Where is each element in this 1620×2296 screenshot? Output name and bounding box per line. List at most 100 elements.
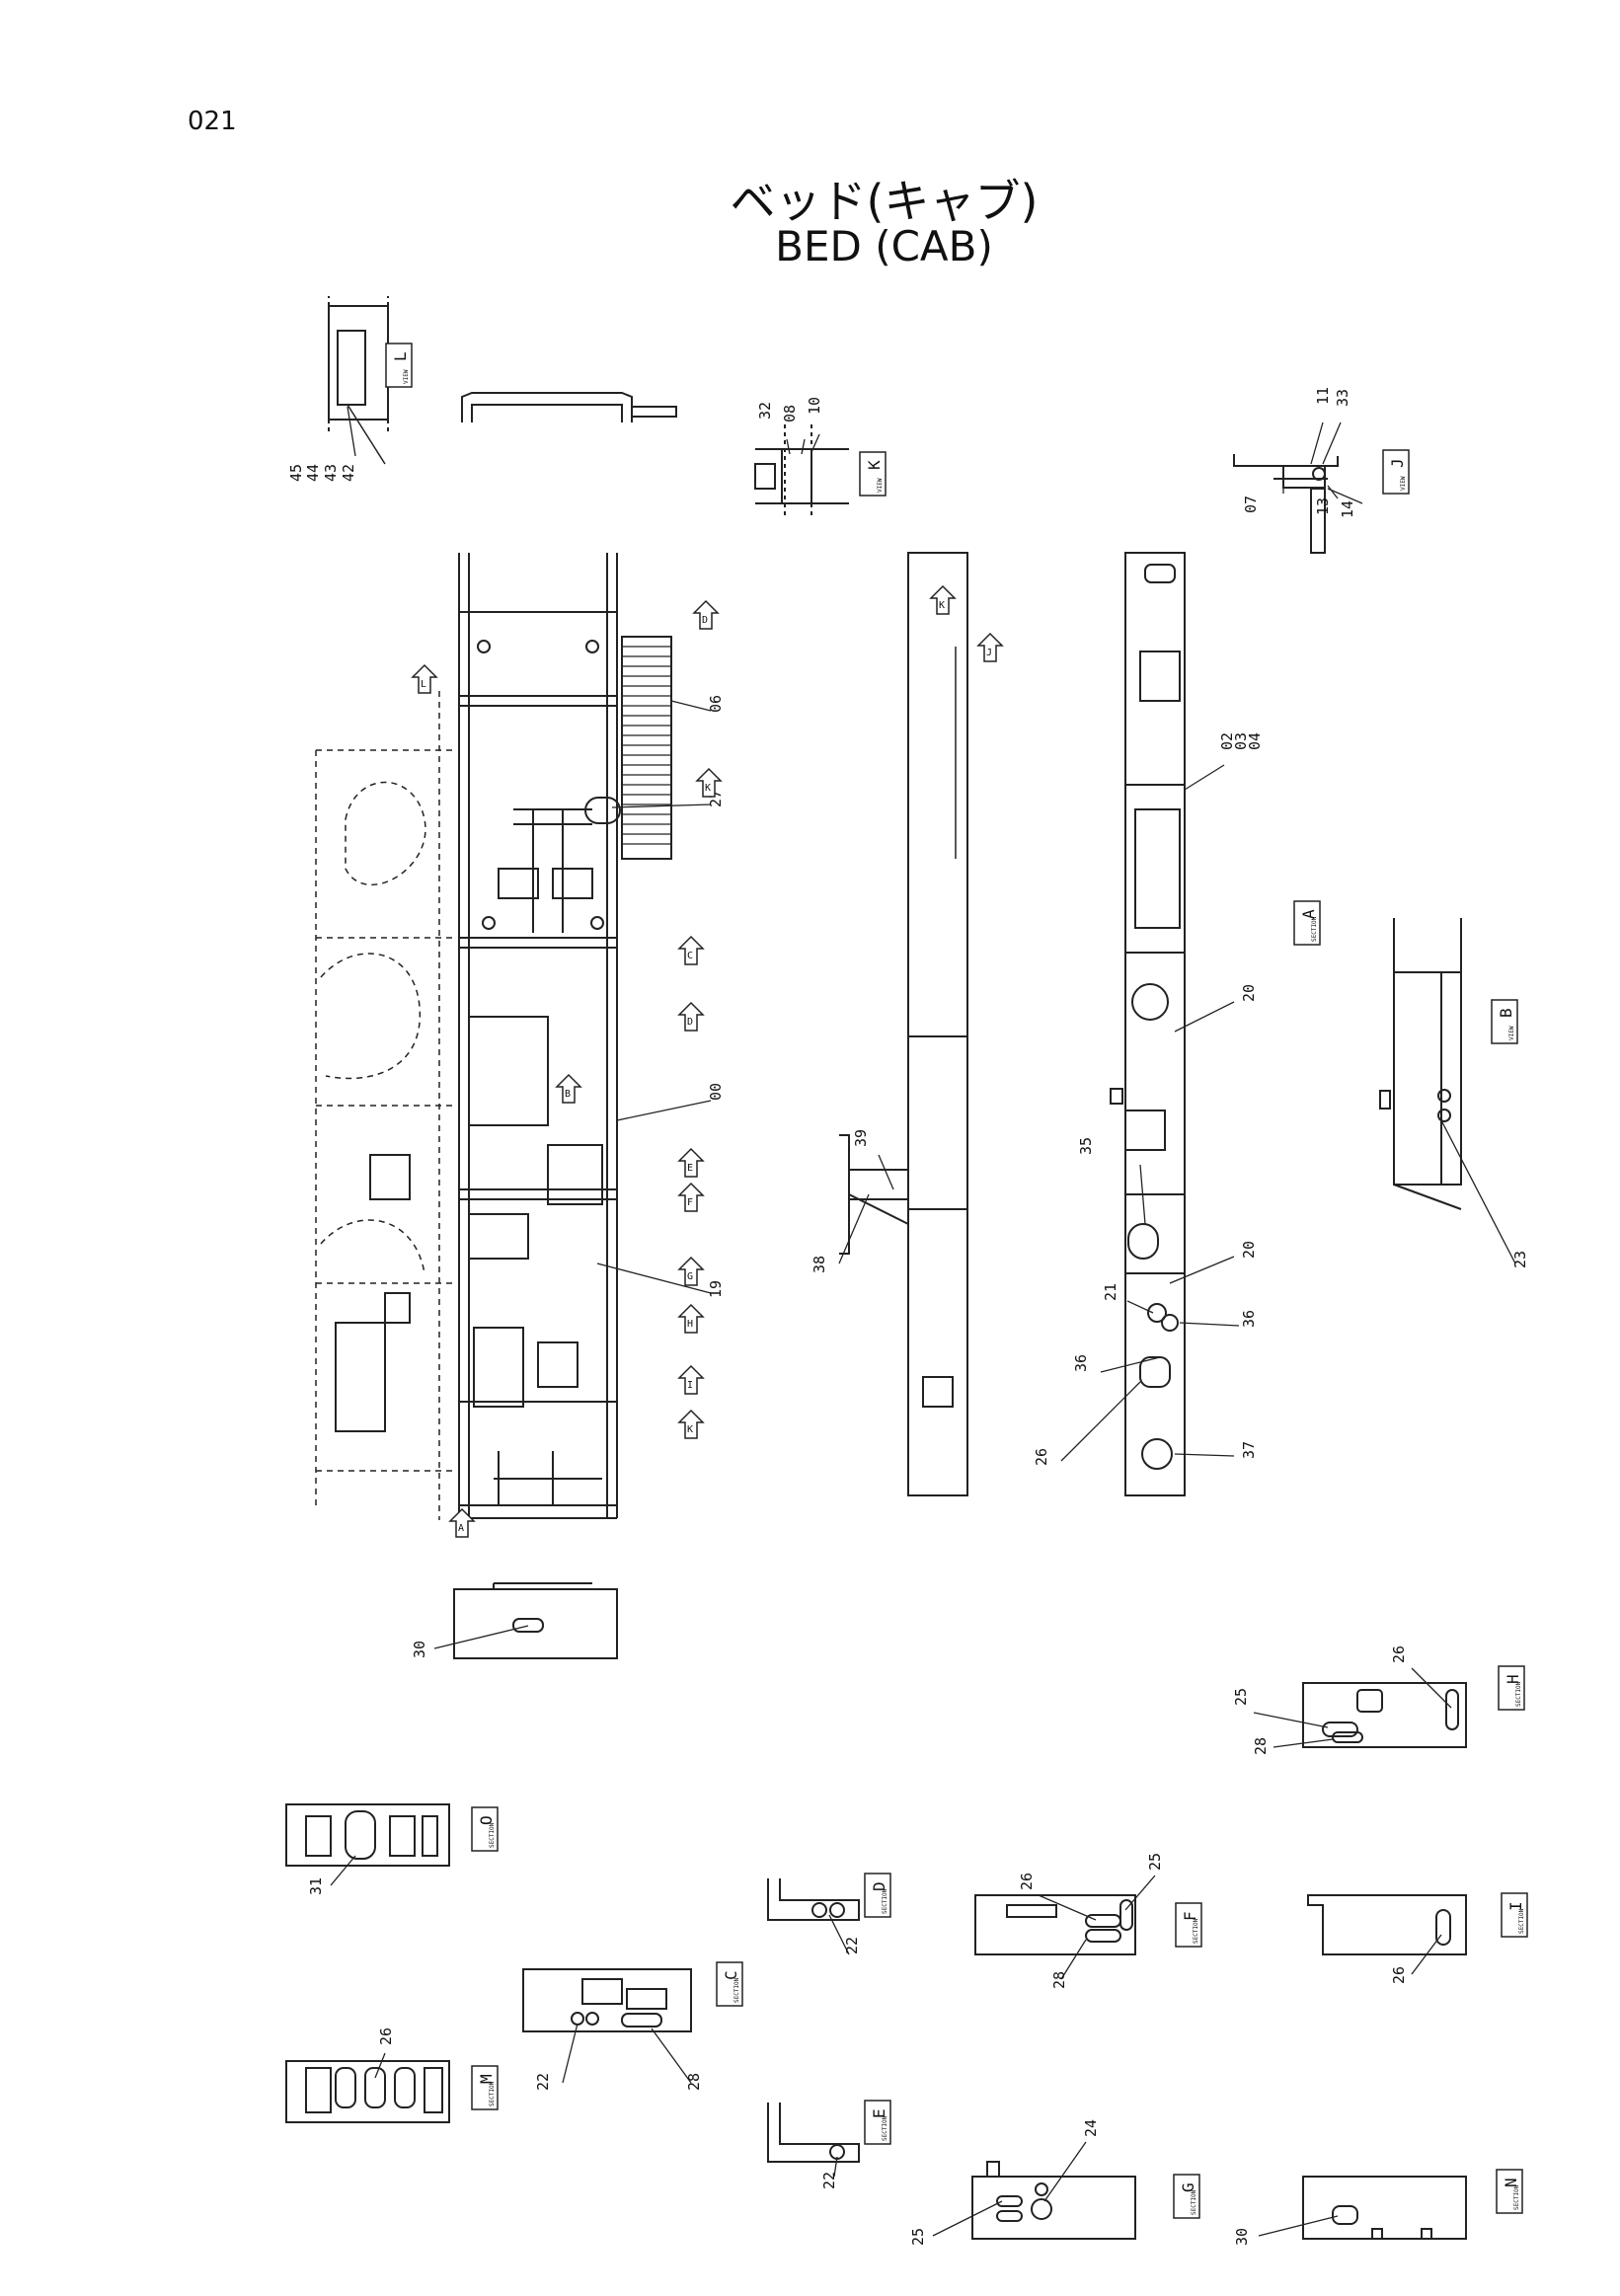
view-tag-letter: N: [1502, 2178, 1520, 2187]
section-n-plate: [1302, 2176, 1467, 2240]
view-tag-kind: SECTION: [1515, 1681, 1522, 1707]
arrow-marker-k: K: [695, 767, 723, 798]
callout-33: 33: [1334, 389, 1351, 407]
callout-22: 22: [843, 1937, 861, 1954]
arrow-marker-j: J: [976, 632, 1004, 662]
view-tag-k: VIEW K: [859, 451, 887, 497]
callout-31: 31: [307, 1877, 325, 1895]
view-l-detail: [328, 296, 389, 465]
callout-28: 28: [1252, 1737, 1270, 1755]
arrow-marker-l: L: [411, 663, 438, 694]
arrow-marker-c: C: [677, 935, 705, 965]
view-tag-letter: M: [477, 2074, 496, 2084]
view-tag-kind: VIEW: [1400, 476, 1407, 491]
arrow-marker-k: K: [677, 1409, 705, 1439]
long-side-view: [839, 552, 968, 1496]
view-tag-kind: SECTION: [489, 1822, 496, 1848]
callout-26: 26: [1390, 1645, 1408, 1663]
section-m-plate: [285, 2060, 450, 2123]
view-tag-letter: B: [1497, 1008, 1515, 1018]
view-tag-kind: SECTION: [882, 2115, 888, 2141]
view-j-detail: [1233, 454, 1339, 554]
plate-part-30: [453, 1582, 618, 1659]
right-side-view: [1110, 552, 1186, 1496]
arrow-marker-letter: E: [687, 1163, 693, 1174]
callout-20: 20: [1240, 1241, 1258, 1259]
view-tag-letter: H: [1504, 1674, 1522, 1684]
arrow-marker-letter: B: [565, 1089, 571, 1100]
view-tag-letter: E: [870, 2108, 888, 2118]
view-tag-kind: SECTION: [489, 2081, 496, 2106]
callout-23: 23: [1511, 1251, 1529, 1268]
callout-30: 30: [411, 1641, 428, 1658]
arrow-marker-letter: A: [458, 1523, 464, 1534]
callout-36: 36: [1072, 1354, 1090, 1372]
arrow-marker-letter: J: [986, 648, 992, 658]
callout-44: 44: [304, 464, 322, 482]
arrow-marker-letter: L: [421, 679, 426, 690]
view-tag-letter: K: [865, 460, 884, 470]
view-tag-kind: VIEW: [877, 478, 884, 493]
section-o-plate: [285, 1803, 450, 1867]
callout-21: 21: [1102, 1283, 1119, 1301]
arrow-marker-letter: C: [687, 951, 693, 961]
page-number: 021: [188, 107, 237, 136]
view-tag-letter: I: [1506, 1901, 1525, 1911]
title-english: BED (CAB): [775, 222, 993, 270]
view-k-detail: [754, 424, 849, 518]
callout-13: 13: [1314, 497, 1332, 515]
callout-02: 02: [1218, 732, 1236, 750]
callout-25: 25: [1232, 1688, 1250, 1706]
view-b-detail: [1379, 918, 1462, 1210]
arrow-marker-b: B: [555, 1073, 582, 1104]
callout-10: 10: [806, 397, 823, 415]
view-tag-letter: C: [722, 1970, 740, 1980]
view-tag-letter: D: [870, 1881, 888, 1891]
view-tag-letter: L: [391, 351, 410, 361]
view-tag-kind: SECTION: [1311, 916, 1318, 942]
arrow-marker-letter: D: [687, 1017, 693, 1028]
background-part: [335, 1154, 411, 1432]
view-tag-kind: SECTION: [733, 1977, 740, 2003]
callout-26: 26: [1390, 1966, 1408, 1984]
callout-30: 30: [1233, 2228, 1251, 2246]
callout-26: 26: [377, 2028, 395, 2045]
callout-22: 22: [534, 2073, 552, 2091]
callout-08: 08: [781, 405, 799, 422]
view-tag-letter: A: [1299, 909, 1318, 919]
callout-28: 28: [685, 2073, 703, 2091]
view-tag-letter: F: [1181, 1911, 1199, 1921]
callout-25: 25: [1146, 1853, 1164, 1871]
callout-43: 43: [322, 464, 340, 482]
callout-37: 37: [1240, 1441, 1258, 1459]
view-tag-kind: SECTION: [1518, 1908, 1525, 1934]
bed-frame-main: [458, 553, 621, 1519]
section-e-plate: [767, 2103, 860, 2163]
callout-32: 32: [756, 402, 774, 420]
view-tag-kind: VIEW: [403, 369, 410, 384]
callout-39: 39: [852, 1129, 870, 1147]
section-i-plate: [1307, 1894, 1467, 1955]
section-c-plate: [522, 1968, 692, 2032]
callout-04: 04: [1246, 732, 1264, 750]
callout-22: 22: [820, 2172, 838, 2189]
callout-07: 07: [1242, 496, 1260, 513]
arrow-marker-e: E: [677, 1147, 705, 1178]
arrow-marker-d: D: [692, 599, 720, 630]
arrow-marker-letter: G: [687, 1271, 693, 1282]
callout-14: 14: [1339, 500, 1356, 518]
view-tag-kind: SECTION: [1191, 2189, 1197, 2215]
bracket-part: [461, 392, 677, 422]
callout-00: 00: [707, 1083, 725, 1101]
section-h-plate: [1302, 1682, 1467, 1748]
